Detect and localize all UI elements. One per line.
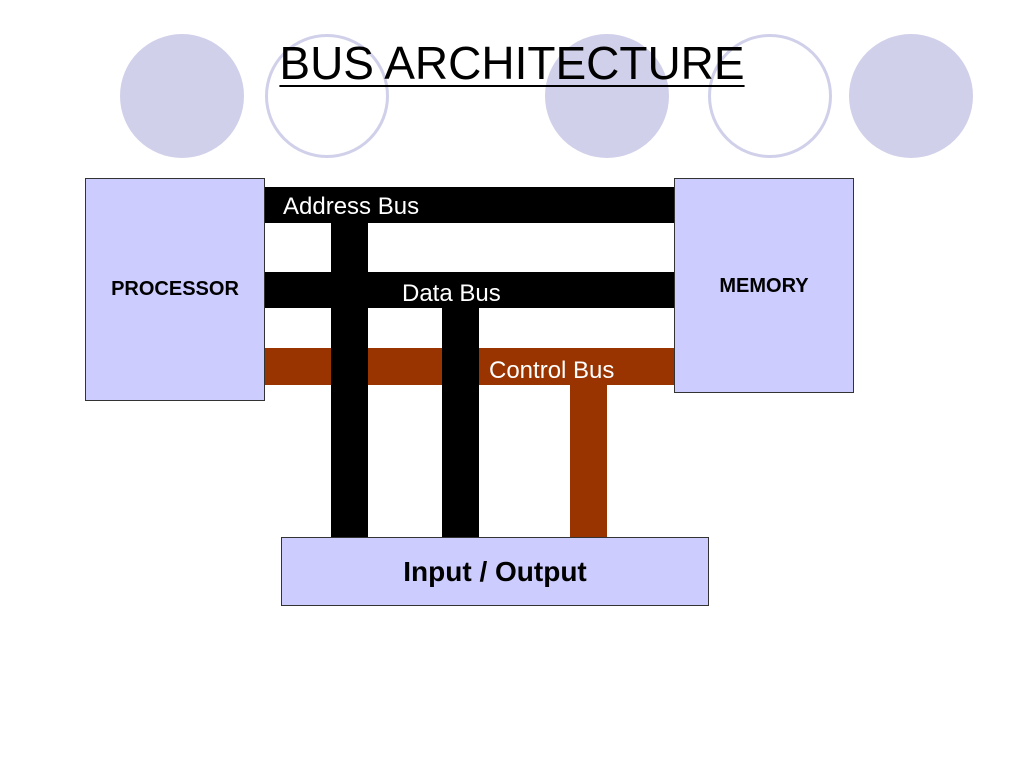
memory-block: MEMORY — [674, 178, 854, 393]
decorative-circle — [708, 34, 832, 158]
io-label: Input / Output — [403, 555, 587, 587]
decorative-circle — [545, 34, 669, 158]
data-bus-drop — [442, 308, 479, 538]
address-bus-line — [264, 187, 675, 223]
processor-block: PROCESSOR — [85, 178, 265, 401]
address-bus-label: Address Bus — [283, 193, 420, 220]
memory-label: MEMORY — [719, 275, 809, 297]
decorative-circle — [120, 34, 244, 158]
data-bus-label: Data Bus — [402, 280, 501, 307]
slide-title: BUS ARCHITECTURE — [279, 37, 745, 89]
decorative-circle — [265, 34, 389, 158]
control-bus-drop — [570, 385, 607, 538]
control-bus-label: Control Bus — [489, 357, 615, 384]
processor-label: PROCESSOR — [111, 278, 239, 300]
io-block: Input / Output — [281, 537, 709, 606]
address-bus-drop — [331, 223, 368, 538]
decorative-circle — [849, 34, 973, 158]
